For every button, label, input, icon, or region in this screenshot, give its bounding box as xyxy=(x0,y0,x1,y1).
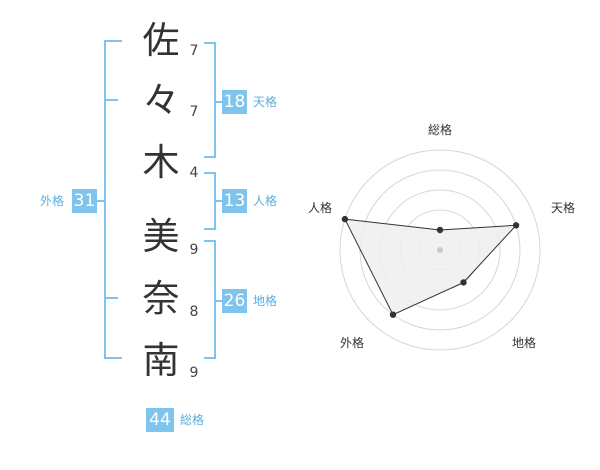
stroke-count-4: 9 xyxy=(189,242,199,258)
radar-center-dot xyxy=(437,247,443,253)
soukaku-label: 総格 xyxy=(180,413,205,427)
name-char-3: 木 xyxy=(142,141,180,184)
name-char-2: 々 xyxy=(142,79,180,122)
tenkaku-bracket-bottom xyxy=(204,156,216,158)
chikaku-badge: 26 xyxy=(222,289,247,313)
chikaku-connector xyxy=(214,300,222,302)
radar-point-5 xyxy=(341,215,349,223)
soukaku-badge: 44 xyxy=(146,408,174,432)
jinkaku-bracket-bottom xyxy=(204,228,216,230)
stroke-count-1: 7 xyxy=(189,43,199,59)
gaikaku-label: 外格 xyxy=(40,194,65,208)
tenkaku-bracket-top xyxy=(204,42,216,44)
radar-axis-label-chikaku: 地格 xyxy=(512,335,536,350)
radar-data-area xyxy=(344,218,518,316)
name-char-1: 佐 xyxy=(142,19,180,62)
chikaku-bracket-vertical xyxy=(214,240,216,359)
tenkaku-badge: 18 xyxy=(222,90,247,114)
radar-point-2 xyxy=(512,222,520,229)
radar-data-points xyxy=(341,215,520,318)
stroke-count-6: 9 xyxy=(189,365,199,381)
stroke-count-5: 8 xyxy=(189,304,199,320)
gaikaku-bracket-top xyxy=(104,40,122,42)
radar-axis-label-gaikaku: 外格 xyxy=(340,335,364,350)
radar-point-1 xyxy=(436,226,444,234)
tenkaku-bracket-vertical xyxy=(214,42,216,158)
gaikaku-badge: 31 xyxy=(72,189,97,213)
gaikaku-connector xyxy=(97,200,105,202)
gaikaku-tick-2 xyxy=(104,297,118,299)
radar-point-3 xyxy=(460,279,467,286)
chikaku-label: 地格 xyxy=(253,294,278,308)
jinkaku-badge: 13 xyxy=(222,189,247,213)
jinkaku-bracket-top xyxy=(204,172,216,174)
gaikaku-bracket-vertical xyxy=(104,40,106,359)
radar-axis-label-soukaku: 総格 xyxy=(428,122,452,137)
radar-axis-label-tenkaku: 天格 xyxy=(551,200,575,215)
stroke-count-2: 7 xyxy=(189,104,199,120)
tenkaku-connector xyxy=(214,101,222,103)
chikaku-bracket-top xyxy=(204,240,216,242)
jinkaku-connector xyxy=(214,200,222,202)
jinkaku-label: 人格 xyxy=(253,194,278,208)
name-char-6: 南 xyxy=(142,339,180,382)
radar-polygon xyxy=(344,218,518,316)
gaikaku-tick-1 xyxy=(104,99,118,101)
chikaku-bracket-bottom xyxy=(204,357,216,359)
name-char-5: 奈 xyxy=(142,277,180,320)
name-char-4: 美 xyxy=(142,215,180,258)
radar-axis-label-jinkaku: 人格 xyxy=(308,200,332,215)
gaikaku-bracket-bottom xyxy=(104,357,122,359)
stroke-count-3: 4 xyxy=(189,165,199,181)
radar-point-4 xyxy=(389,311,397,318)
tenkaku-label: 天格 xyxy=(253,95,278,109)
